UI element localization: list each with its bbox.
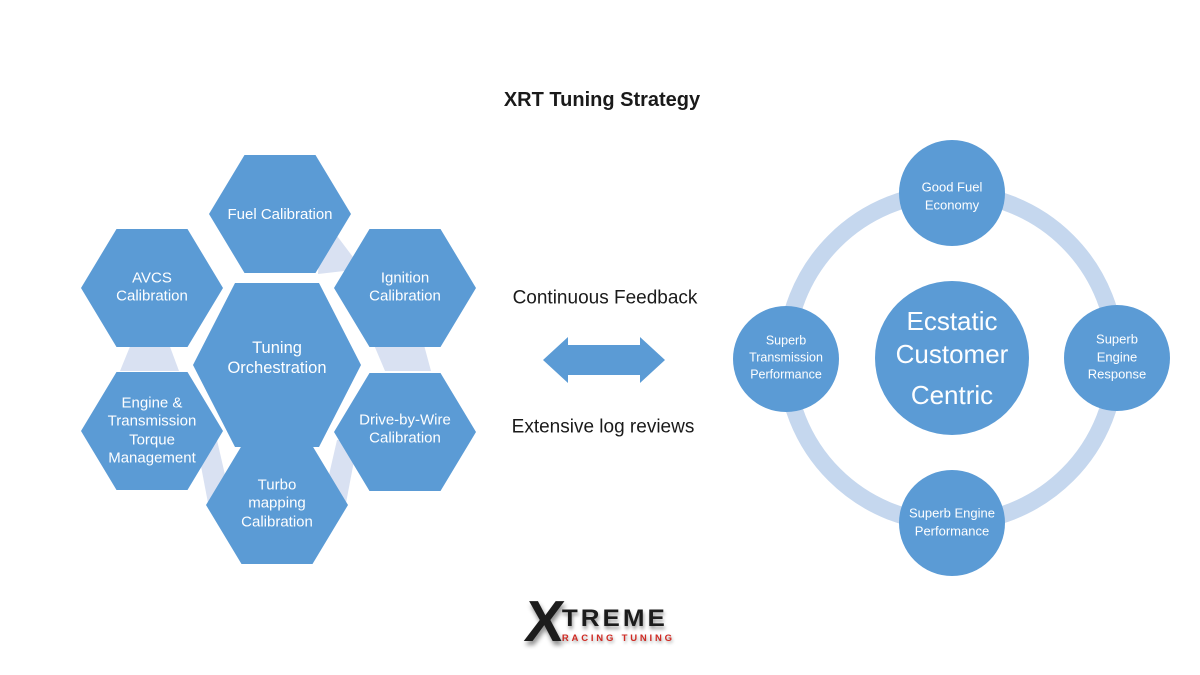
circle-superb-transmission — [733, 306, 839, 412]
hex-label-ignition-calibration: Ignition Calibration — [369, 269, 441, 305]
logo-x-mark: X — [521, 588, 568, 654]
circle-superb-engine-performance — [899, 470, 1005, 576]
circle-label-superb-engine-response: Superb Engine Response — [1087, 331, 1147, 382]
hexagon-ignition-calibration — [334, 229, 476, 347]
hexagon-engine-transmission — [81, 372, 223, 490]
circle-ecstatic-customer — [875, 281, 1029, 435]
hex-label-engine-transmission: Engine & Transmission Torque Management — [107, 394, 197, 467]
hex-label-turbo-mapping: Turbo mapping Calibration — [241, 476, 313, 531]
hexagon-tuning-orchestration — [193, 283, 361, 447]
hexagon-fuel-calibration — [209, 155, 351, 273]
xtreme-racing-tuning-logo: X TREME RACING TUNING — [521, 588, 675, 654]
page-title: XRT Tuning Strategy — [503, 88, 701, 111]
connector-wedge-avcs-engine — [120, 344, 179, 371]
hex-label-tuning-orchestration: Tuning Orchestration — [227, 338, 327, 377]
logo-name-text: TREME — [561, 603, 668, 632]
logo-text-block: TREME RACING TUNING — [562, 605, 675, 644]
circle-label-ecstatic-customer: Ecstatic Customer Centric — [886, 305, 1018, 412]
extensive-log-reviews-text: Extensive log reviews — [511, 416, 695, 438]
hexagon-turbo-mapping — [206, 446, 348, 564]
center-circle-line2: Centric — [910, 379, 994, 410]
hexagon-avcs-calibration — [81, 229, 223, 347]
double-arrow-icon — [543, 337, 665, 383]
hex-label-fuel-calibration: Fuel Calibration — [227, 205, 333, 223]
circle-superb-engine-response — [1064, 305, 1170, 411]
circle-label-good-fuel-economy: Good Fuel Economy — [921, 179, 983, 212]
logo-tagline-text: RACING TUNING — [561, 632, 675, 644]
hex-label-avcs-calibration: AVCS Calibration — [116, 269, 188, 305]
center-circle-line1: Ecstatic Customer — [895, 305, 1009, 369]
circle-label-superb-engine-performance: Superb Engine Performance — [908, 505, 995, 538]
hex-label-drive-by-wire: Drive-by-Wire Calibration — [359, 411, 451, 447]
connector-wedge-ignition-dbw — [374, 345, 431, 371]
circle-label-superb-transmission: Superb Transmission Performance — [749, 333, 823, 382]
hexagon-drive-by-wire — [334, 373, 476, 491]
continuous-feedback-text: Continuous Feedback — [512, 287, 698, 309]
circle-good-fuel-economy — [899, 140, 1005, 246]
